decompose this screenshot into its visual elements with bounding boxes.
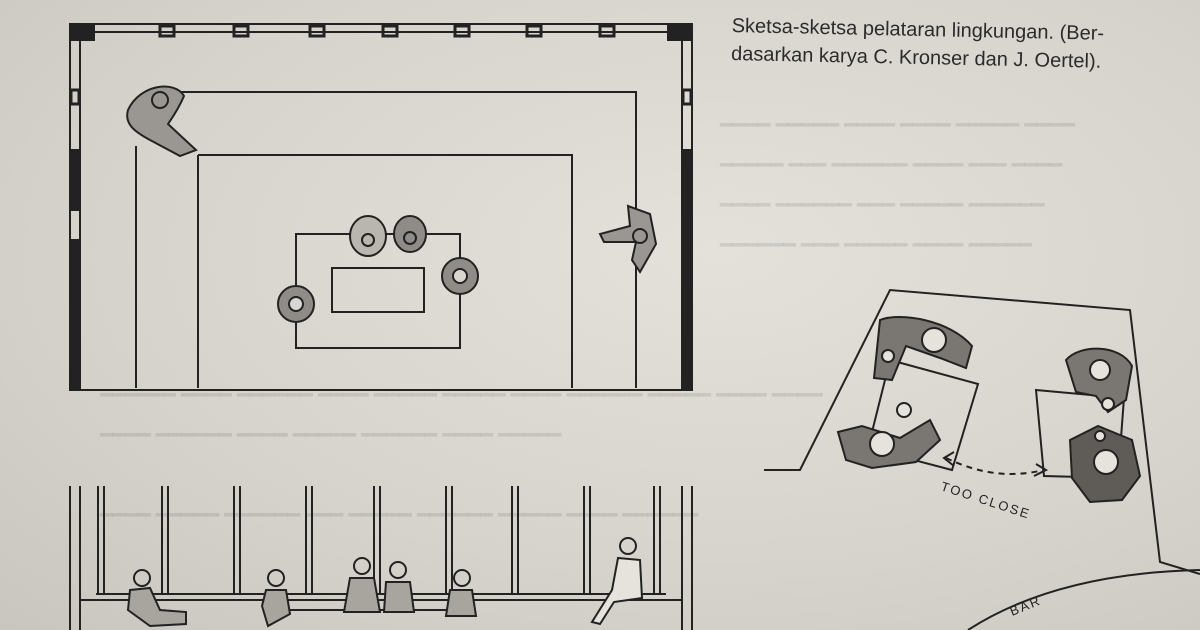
elevation-person (126, 569, 187, 628)
outer-wall-outer (69, 23, 693, 391)
bar-chair-figure (872, 316, 974, 382)
courtyard-elevation (69, 486, 693, 630)
arrowhead-right (1033, 463, 1049, 477)
wall-corner (69, 23, 95, 41)
elevation-person (260, 569, 292, 628)
table-center-panel (331, 267, 425, 313)
terrace-step-outer (160, 91, 637, 388)
bar-counter-arc (967, 569, 1200, 630)
bar-plan (764, 288, 1200, 630)
bleed-through-text: ━━━━ ━━━━━━ ━━━━ ━━━━━ ━━━━━━ ━━━━ ━━━━━ (100, 423, 562, 447)
bar-table-left (866, 358, 980, 472)
bleed-through-text: ━━━━ ━━━━━ ━━━━━━ ━━━ ━━━━━ ━━━━━━ ━━━━━… (100, 503, 699, 527)
person-figure (349, 215, 387, 257)
person-figure-right (598, 204, 658, 274)
elevation-person (342, 557, 382, 613)
outer-wall-inner (79, 31, 683, 391)
bar-chair-figure (1068, 424, 1142, 504)
courtyard-plan (69, 23, 693, 391)
bleed-through-text: ━━━━━━ ━━━━ ━━━━━━ ━━━━ ━━━━━ ━━━━━ ━━━━… (100, 383, 823, 407)
person-figure (441, 257, 479, 295)
bar-label: BAR (1008, 593, 1044, 619)
wall-posts-top (158, 24, 616, 38)
bleed-through-text: ━━━━ ━━━━━━ ━━━ ━━━━━ ━━━━━━ (720, 193, 1045, 217)
too-close-arrow (945, 457, 1045, 475)
bleed-through-text: ━━━━━━ ━━━ ━━━━━ ━━━━ ━━━━━ (720, 233, 1032, 257)
too-close-label: TOO CLOSE (939, 479, 1033, 522)
bleed-through-text: ━━━━ ━━━━━ ━━━━ ━━━━ ━━━━━ ━━━━ (720, 113, 1075, 137)
person-figure (393, 215, 427, 253)
bar-chair-figure (836, 402, 942, 470)
elevation-person (444, 569, 478, 617)
elevation-person (590, 537, 644, 626)
arrowhead-left (942, 451, 955, 467)
bar-outline (764, 288, 1200, 575)
terrace-step-inner (198, 154, 573, 388)
bar-chair-figure (1064, 347, 1134, 414)
bleed-through-text: ━━━━━ ━━━ ━━━━━━ ━━━━ ━━━ ━━━━ (720, 153, 1063, 177)
elevation-person (382, 561, 416, 613)
wall-corner (667, 23, 693, 41)
person-figure (277, 285, 315, 323)
elevation-columns (97, 486, 661, 594)
person-figure-corner (126, 85, 198, 158)
wall-posts-side (69, 88, 693, 391)
